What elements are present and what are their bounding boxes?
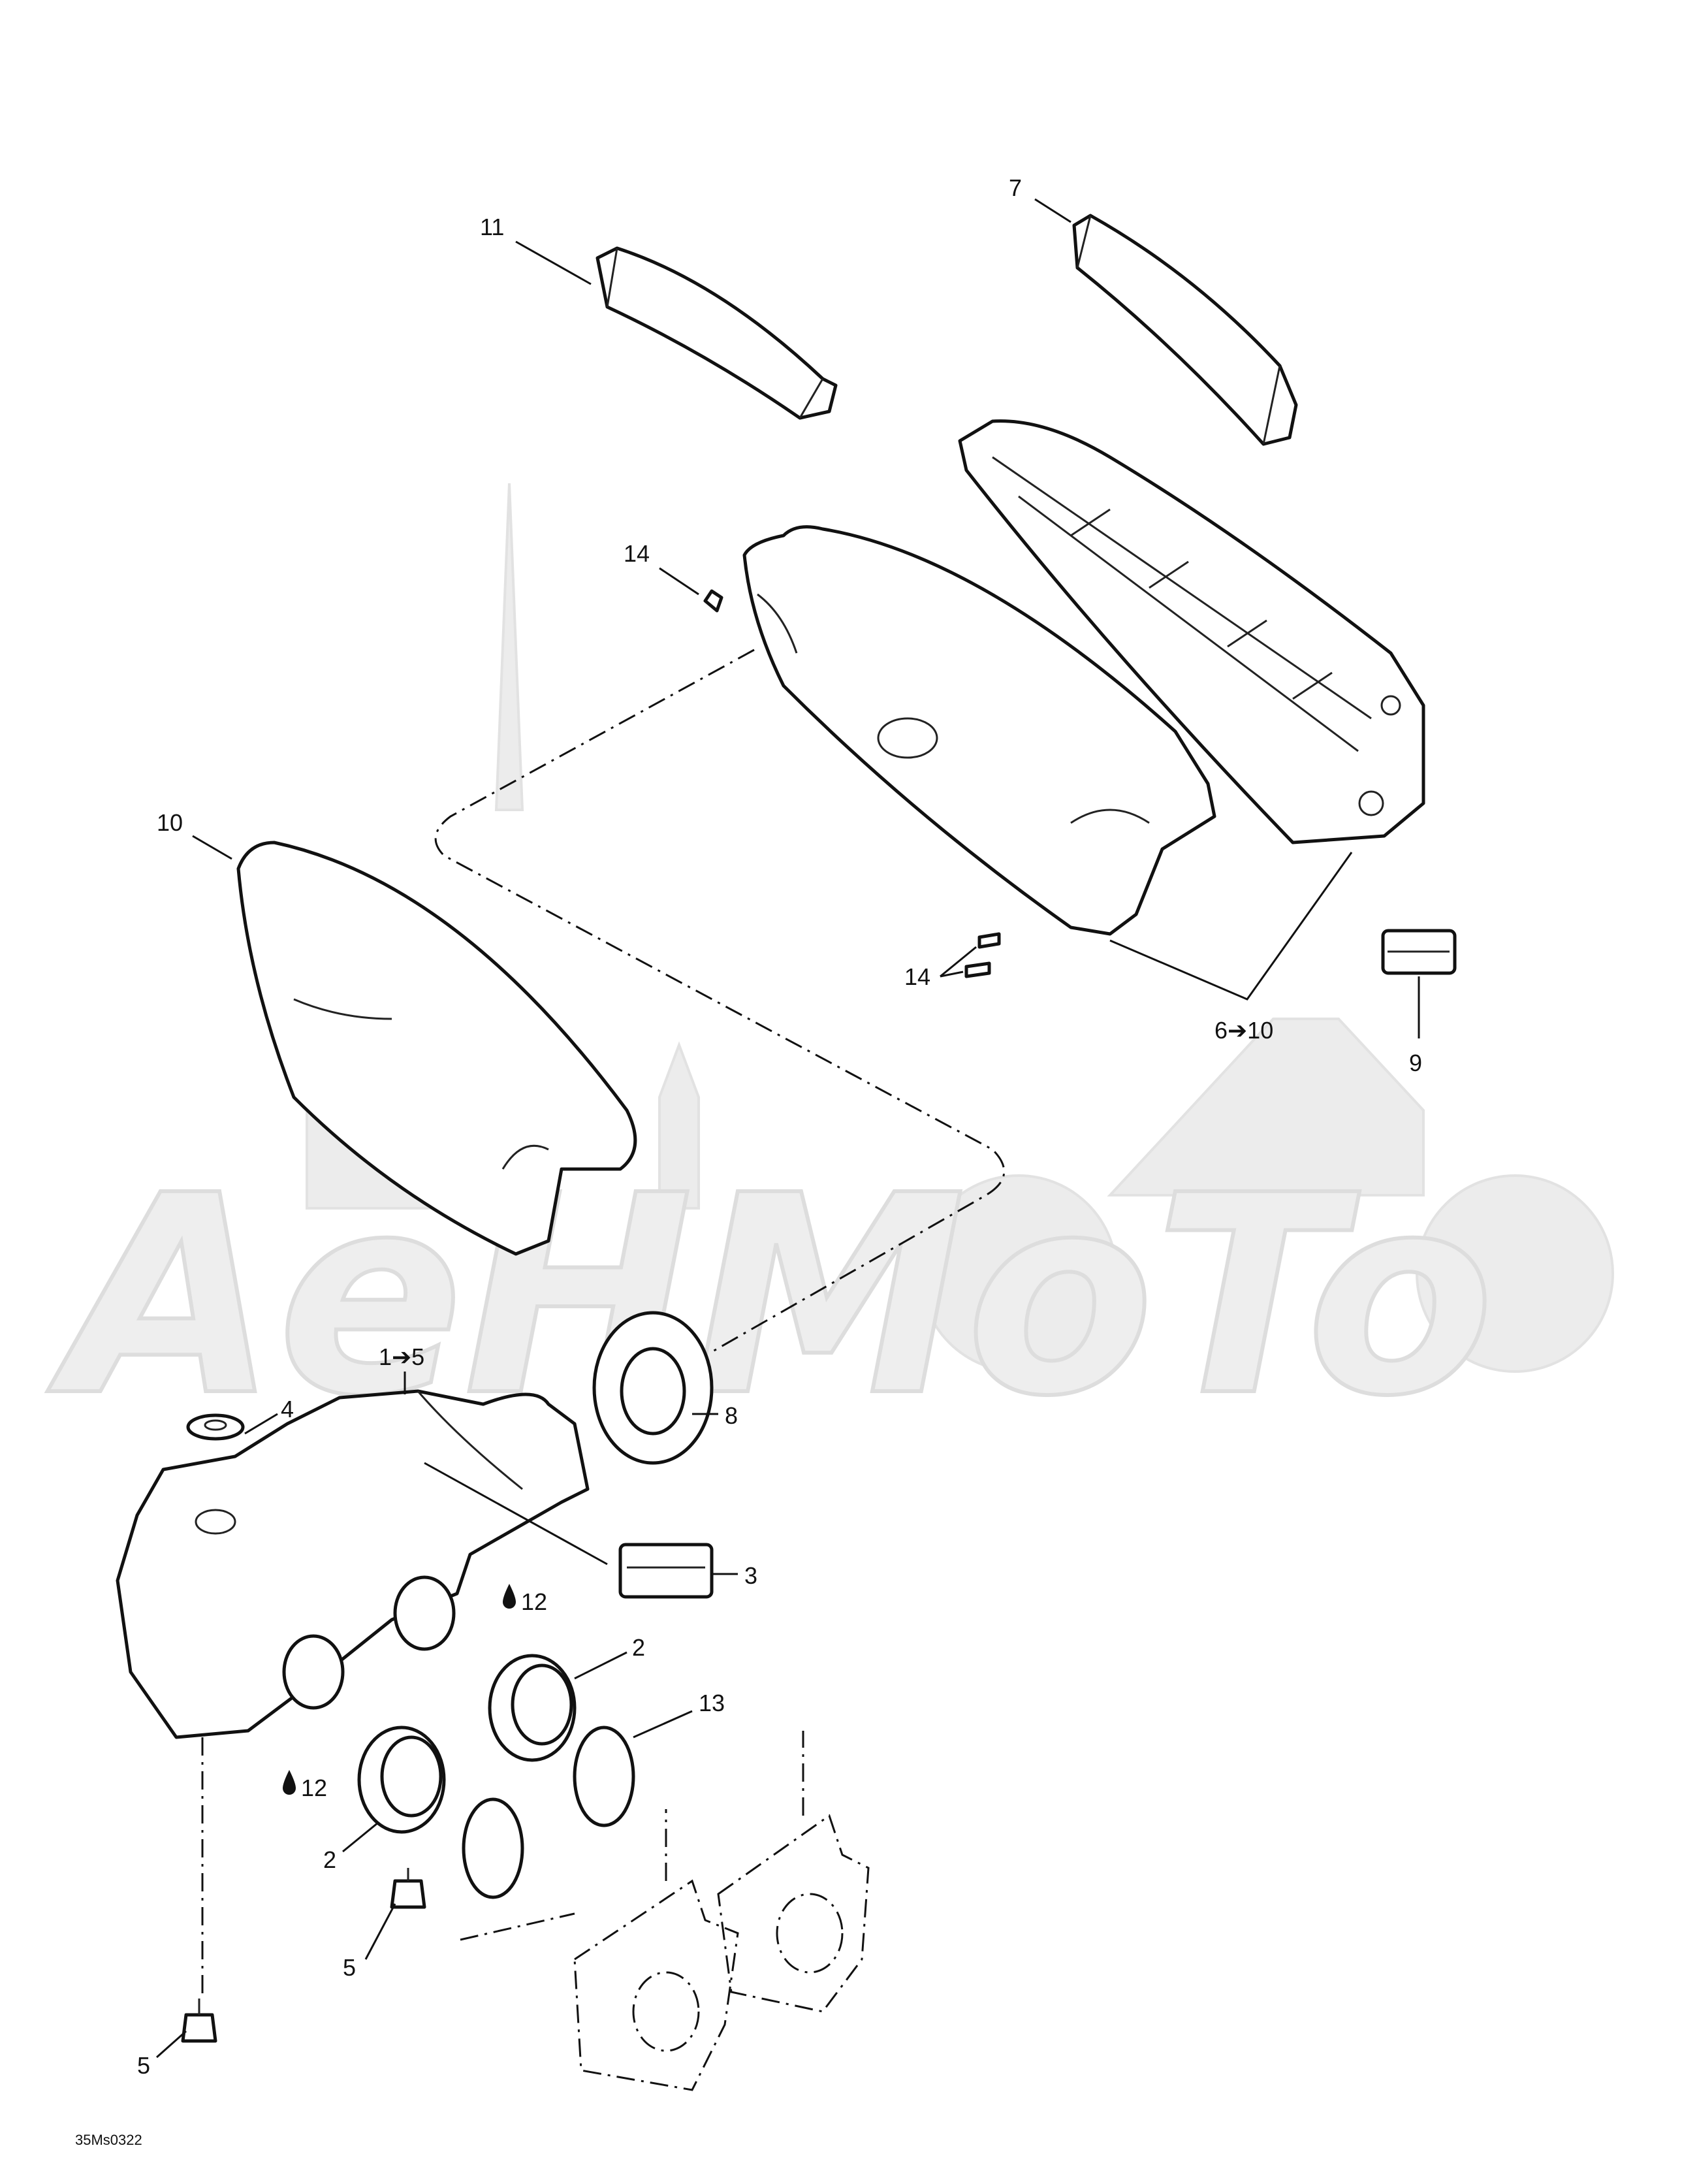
part-4-grommet bbox=[186, 1413, 245, 1441]
part-11-foam-strip bbox=[595, 246, 838, 420]
oil-drop-icon bbox=[283, 1770, 296, 1795]
airbox-front-cover bbox=[742, 525, 1216, 936]
callout-3: 3 bbox=[744, 1562, 757, 1589]
callout-11: 11 bbox=[480, 214, 504, 240]
part-1-silencer-box bbox=[116, 1389, 590, 1739]
carburetors-reference bbox=[573, 1731, 870, 2091]
part-3-decal bbox=[618, 1543, 714, 1599]
callout-12-lower-group: 12 bbox=[283, 1770, 327, 1801]
callout-2-lower: 2 bbox=[323, 1846, 336, 1873]
alignment-lines bbox=[201, 649, 1006, 1999]
callout-13: 13 bbox=[699, 1690, 725, 1716]
callout-5-bottom: 5 bbox=[137, 2052, 150, 2079]
callout-7: 7 bbox=[1009, 174, 1022, 201]
callout-1-to-5: 1➔5 bbox=[379, 1343, 424, 1370]
callout-12-lower: 12 bbox=[301, 1774, 327, 1801]
leader-lines bbox=[156, 198, 1420, 2059]
part-13-clamp-lower bbox=[462, 1797, 524, 1899]
airbox-rear-cover bbox=[958, 419, 1425, 844]
part-7-foam-strip bbox=[1072, 214, 1298, 446]
part-5-drain-valve-mid bbox=[390, 1868, 426, 1909]
watermark-logo: AeHMoTo bbox=[42, 483, 1614, 1458]
callout-6-to-10: 6➔10 bbox=[1214, 1017, 1273, 1044]
part-14-screw-top bbox=[703, 589, 723, 613]
watermark-text: AeHMoTo bbox=[44, 1137, 1495, 1456]
part-10-cover bbox=[236, 841, 637, 1256]
callout-10: 10 bbox=[157, 809, 183, 836]
part-2-adaptor-lower bbox=[357, 1726, 446, 1834]
callout-14-bottom: 14 bbox=[904, 963, 930, 990]
part-13-clamp-upper bbox=[573, 1726, 635, 1827]
callout-12-upper-group: 12 bbox=[503, 1584, 547, 1615]
drawing-code: 35Ms0322 bbox=[75, 2132, 142, 2148]
callout-2-upper: 2 bbox=[632, 1634, 645, 1661]
callout-8: 8 bbox=[725, 1402, 738, 1429]
callout-9: 9 bbox=[1409, 1050, 1422, 1076]
oil-drop-icon bbox=[503, 1584, 516, 1609]
part-14-screw-bottom-a bbox=[977, 932, 1001, 949]
part-2-adaptor-upper bbox=[488, 1654, 577, 1762]
callout-14-top: 14 bbox=[624, 540, 650, 567]
part-14-screw-bottom-b bbox=[964, 961, 991, 978]
callout-12-upper: 12 bbox=[521, 1588, 547, 1615]
part-9-decal bbox=[1381, 929, 1457, 975]
callout-4: 4 bbox=[281, 1396, 294, 1422]
part-5-drain-valve-bottom bbox=[181, 1999, 217, 2043]
part-8-gasket bbox=[592, 1311, 714, 1465]
callout-5-mid: 5 bbox=[343, 1954, 356, 1981]
